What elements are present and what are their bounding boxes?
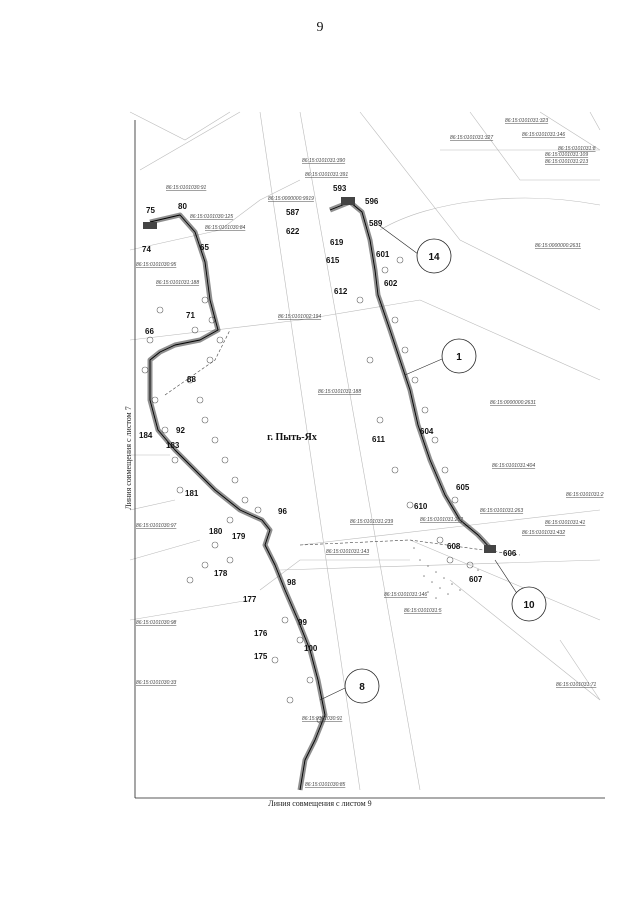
point-label: 71: [186, 311, 195, 320]
point-label: 611: [372, 435, 385, 444]
cadastral-label: 86:15:0101031:146: [384, 592, 427, 598]
cadastral-label: 86:15:0000000:2631: [535, 243, 581, 249]
point-label: 589: [369, 219, 383, 228]
point-label: 605: [456, 483, 470, 492]
leader-lines: [319, 225, 519, 701]
combine-line-left: Линия совмещения с листом 7: [124, 406, 133, 509]
cadastral-label: 86:15:0101030:91: [302, 716, 343, 722]
boundary-dashed: [164, 329, 521, 556]
point-label: 615: [326, 256, 340, 265]
point-label: 602: [384, 279, 398, 288]
point-label: 176: [254, 629, 268, 638]
cadastral-label: 86:15:0101030:125: [190, 214, 233, 220]
corridor-right-centerline: [329, 201, 493, 551]
cadastral-label: 86:15:0101030:95: [136, 262, 177, 268]
cadastral-label: 86:15:0101030:91: [166, 185, 207, 191]
circle-label-10: 10: [523, 600, 535, 611]
point-label: 92: [176, 426, 185, 435]
cadastral-label: 86:15:0101031:109: [545, 152, 588, 158]
point-label: 601: [376, 250, 390, 259]
cadastral-label: 86:15:0101002:194: [278, 314, 321, 320]
cadastral-label: 86:15:0101031:239: [350, 519, 393, 525]
circle-label-14: 14: [428, 252, 440, 263]
corridor-left: [147, 212, 328, 791]
cadastral-label: 86:15:0101030:85: [305, 782, 346, 788]
cadastral-label: 86:15:0101031:5: [404, 608, 442, 614]
point-label: 74: [142, 245, 151, 254]
cadastral-label: 86:15:0101031:188: [156, 280, 199, 286]
point-label: 98: [287, 578, 296, 587]
point-label: 607: [469, 575, 483, 584]
cadastral-label: 86:15:0101031:252: [420, 517, 463, 523]
point-label: 96: [278, 507, 287, 516]
point-label: 593: [333, 184, 347, 193]
cadastral-label: 86:15:0101031:2: [566, 492, 604, 498]
cadastral-label: 86:15:0101031:404: [492, 463, 535, 469]
cadastral-label: 86:15:0000000:9919: [268, 196, 314, 202]
cadastral-label: 86:15:0101031:146: [522, 132, 565, 138]
point-label: 184: [139, 431, 153, 440]
cadastral-label: 86:15:0101031:323: [505, 118, 548, 124]
cadastral-label: 86:15:0101031:41: [545, 520, 586, 526]
point-label: 180: [209, 527, 223, 536]
point-label: 80: [178, 202, 187, 211]
cadastral-label: 86:15:0101031:390: [302, 158, 345, 164]
cadastral-label: 86:15:0101030:33: [136, 680, 177, 686]
point-label: 177: [243, 595, 257, 604]
point-label: 608: [447, 542, 461, 551]
point-label: 596: [365, 197, 379, 206]
marsh-area: [413, 547, 479, 599]
cadastral-label: 86:15:0101031:263: [480, 508, 523, 514]
cadastral-label: 86:15:0101031:213: [545, 159, 588, 165]
cadastral-label: 86:15:0101031:143: [326, 549, 369, 555]
frame: [134, 120, 605, 799]
cadastral-label: 86:15:0101031:327: [450, 135, 493, 141]
cadastral-label: 86:15:0000000:2631: [490, 400, 536, 406]
city-label: г. Пыть-Ях: [267, 432, 317, 443]
cadastral-label: 86:15:0101031:188: [318, 389, 361, 395]
page-number: 9: [316, 20, 324, 35]
cadastral-label: 86:15:0101030:84: [205, 225, 246, 231]
cadastral-label: 86:15:0101031:8: [558, 146, 596, 152]
point-label: 66: [145, 327, 154, 336]
point-label: 604: [420, 427, 434, 436]
cadastral-label: 86:15:0101031:71: [556, 682, 597, 688]
point-labels: 80 75 74 593 596 587 589 622 619 615 601…: [139, 184, 517, 661]
cadastral-label: 86:15:0101031:432: [522, 530, 565, 536]
point-label: 100: [304, 644, 318, 653]
circle-label-8: 8: [359, 682, 365, 693]
point-label: 622: [286, 227, 300, 236]
point-label: 183: [166, 441, 180, 450]
point-label: 181: [185, 489, 199, 498]
point-label: 99: [298, 618, 307, 627]
point-label: 610: [414, 502, 428, 511]
combine-line-bottom: Линия совмещения с листом 9: [268, 799, 371, 808]
cadastral-label: 86:15:0101031:391: [305, 172, 348, 178]
end-markers: [143, 197, 496, 553]
point-label: 587: [286, 208, 300, 217]
corridor-right: [329, 199, 494, 552]
cadastral-label: 86:15:0101030:98: [136, 620, 177, 626]
point-label: 65: [200, 243, 209, 252]
circle-markers: [344, 238, 547, 704]
vegetation: [141, 256, 474, 724]
circle-label-1: 1: [456, 352, 462, 363]
point-label: 88: [187, 375, 196, 384]
corridor-left-centerline: [149, 214, 326, 791]
point-label: 75: [146, 206, 155, 215]
point-label: 179: [232, 532, 246, 541]
point-label: 619: [330, 238, 344, 247]
point-label: 606: [503, 549, 517, 558]
point-label: 175: [254, 652, 268, 661]
cadastral-labels: 86:15:0101031:390 86:15:0101031:391 86:1…: [136, 118, 604, 788]
cadastral-label: 86:15:0101030:97: [136, 523, 177, 529]
point-label: 178: [214, 569, 228, 578]
point-label: 612: [334, 287, 348, 296]
